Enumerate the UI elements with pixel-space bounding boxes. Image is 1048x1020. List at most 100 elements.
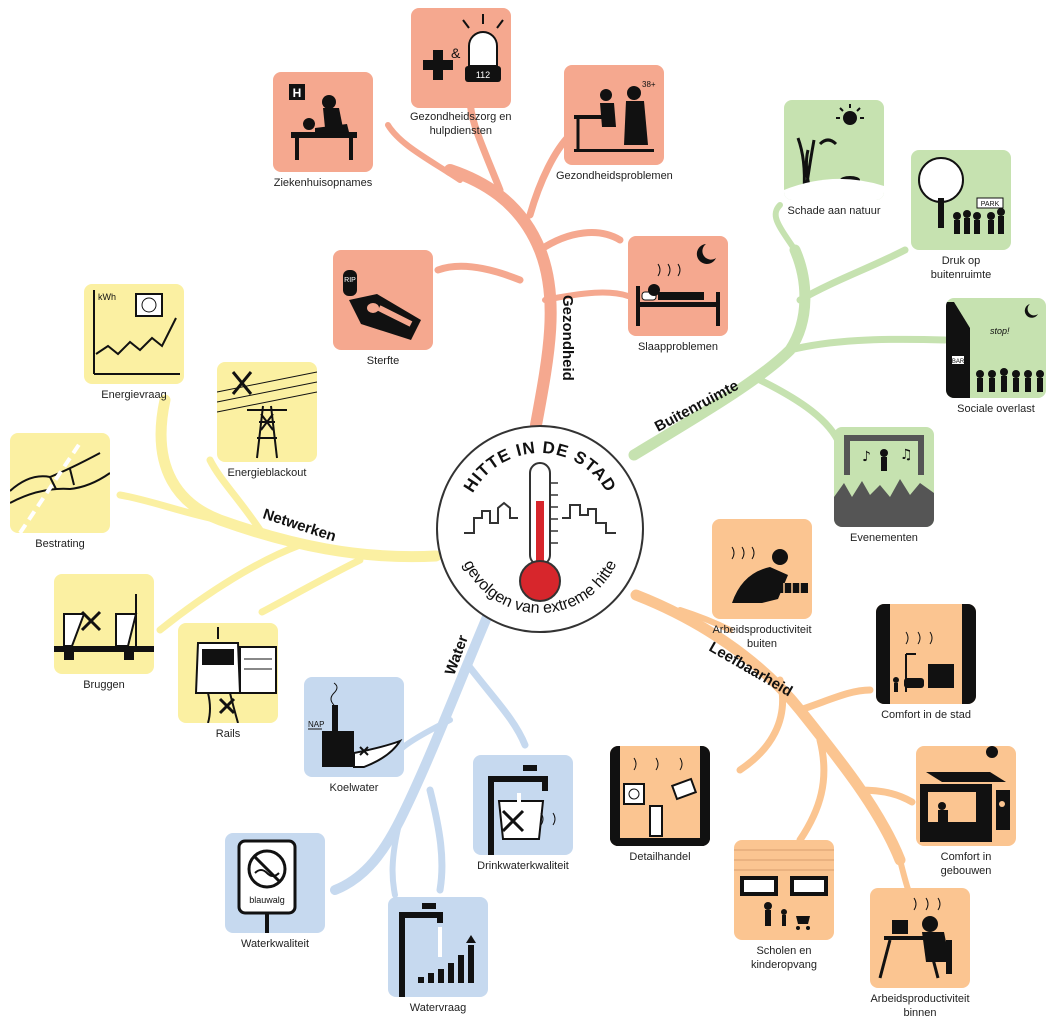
node-comfort-in-gebouwen: Comfort in gebouwen [916,746,1016,878]
energy-demand-chart-icon: kWh [84,284,184,384]
wilted-plant-icon [784,100,884,200]
cracked-pavement-icon [10,433,110,533]
node-comfort-in-de-stad: Comfort in de stad [876,604,976,722]
node-slaapproblemen: Slaapproblemen [628,236,728,354]
svg-text:NAP: NAP [308,720,324,729]
node-scholen-en-kinderopvang: Scholen en kinderopvang [734,840,834,972]
node-rails: Rails [178,623,278,741]
label-slaapproblemen: Slaapproblemen [637,341,719,353]
svg-text:38+: 38+ [642,80,656,89]
svg-text:stop!: stop! [990,326,1010,336]
skyline-icon [464,501,518,534]
stuck-bridge-icon [54,574,154,674]
node-gezondheidsproblemen: 38+ Gezondheidsproblemen [556,65,673,183]
building-heat-icon [916,746,1016,846]
noisy-bar-icon: BAR stop! [946,298,1046,398]
label-detailhandel: Detailhandel [629,851,691,863]
label-waterkwaliteit: Waterkwaliteit [240,938,310,950]
water-tap-glass-icon [473,755,573,855]
train-rails-icon [178,623,278,723]
svg-text:&: & [451,45,461,61]
label-schade-aan-natuur: Schade aan natuur [787,205,881,217]
label-rails: Rails [215,728,241,740]
node-bestrating: Bestrating [10,433,110,551]
sleeping-person-icon [628,236,728,336]
label-bruggen: Bruggen [83,679,125,691]
label-gezondheidsproblemen: Gezondheidsproblemen [556,170,673,182]
label-druk-1: Druk op [941,255,981,267]
node-gezondheidszorg-hulpdiensten: & 112 Gezondheidszorg en hulpdiensten [410,8,512,138]
factory-river-icon: NAP [304,677,404,777]
label-arbeid-binnen-1: Arbeidsproductiviteit [870,993,970,1005]
label-arbeid-buiten-1: Arbeidsproductiviteit [712,624,812,636]
svg-text:♫: ♫ [900,447,913,463]
label-sterfte: Sterfte [366,355,400,367]
branch-netwerken [116,394,442,634]
svg-text:blauwalg: blauwalg [249,895,285,905]
node-druk-op-buitenruimte: PARK Druk op buitenruimte [911,150,1011,282]
node-sterfte: RIP Sterfte [333,250,433,368]
node-drinkwaterkwaliteit: Drinkwaterkwaliteit [473,755,573,873]
label-comfort-gebouwen-2: gebouwen [940,865,992,877]
branch-gezondheid [385,94,631,431]
water-demand-icon [388,897,488,997]
label-arbeid-buiten-2: buiten [747,638,777,650]
node-energievraag: kWh Energievraag [84,284,184,402]
power-pylon-icon [217,362,317,462]
doctor-patient-icon: 38+ [564,65,665,165]
node-energieblackout: Energieblackout [217,362,317,480]
label-druk-2: buitenruimte [930,269,992,281]
svg-text:H: H [293,86,302,100]
outdoor-worker-icon [712,519,812,619]
label-gezondheidszorg-1: Gezondheidszorg en [410,111,512,123]
branch-label-gezondheid: Gezondheid [559,295,576,381]
crowded-park-icon: PARK [911,150,1011,250]
label-watervraag: Watervraag [409,1002,467,1014]
node-arbeidsproductiviteit-binnen: Arbeidsproductiviteit binnen [870,888,970,1020]
svg-text:♪: ♪ [862,449,871,465]
hospital-bed-icon: H [273,72,373,172]
no-swimming-sign-icon: blauwalg [225,833,325,933]
label-drinkwaterkwaliteit: Drinkwaterkwaliteit [477,860,569,872]
label-bestrating: Bestrating [35,538,85,550]
label-comfort-gebouwen-1: Comfort in [940,851,992,863]
node-koelwater: NAP Koelwater [304,677,404,795]
coffin-icon: RIP [333,250,433,350]
label-ziekenhuisopnames: Ziekenhuisopnames [273,177,373,189]
thermometer-icon [519,462,561,602]
center-circle: HITTE IN DE STAD gevolgen van extreme hi… [434,423,646,635]
node-ziekenhuisopnames: H Ziekenhuisopnames [273,72,373,190]
node-arbeidsproductiviteit-buiten: Arbeidsproductiviteit buiten [712,519,812,651]
branch-leefbaarheid [630,589,916,898]
node-bruggen: Bruggen [54,574,154,692]
label-comfort-in-de-stad: Comfort in de stad [881,709,971,721]
svg-text:PARK: PARK [981,201,1000,208]
label-sociale-overlast: Sociale overlast [957,403,1035,415]
label-gezondheidszorg-2: hulpdiensten [429,125,492,137]
label-evenementen: Evenementen [850,532,918,544]
label-scholen-1: Scholen en [756,945,812,957]
branch-label-buitenruimte: Buitenruimte [652,377,742,435]
office-worker-icon [870,888,970,988]
node-detailhandel: Detailhandel [610,746,710,864]
label-koelwater: Koelwater [329,782,379,794]
node-evenementen: ♪ ♫ Evenementen [834,427,934,545]
ambulance-siren-icon: & 112 [410,8,511,108]
node-waterkwaliteit: blauwalg Waterkwaliteit [225,833,325,951]
label-arbeid-binnen-2: binnen [903,1007,937,1019]
shop-interior-icon [610,746,710,846]
svg-text:RIP: RIP [344,277,356,284]
street-traffic-icon [876,604,976,704]
node-watervraag: Watervraag [388,897,488,1015]
svg-text:112: 112 [476,70,490,80]
concert-crowd-icon: ♪ ♫ [834,427,934,527]
node-sociale-overlast: BAR stop! Sociale overlast [946,298,1046,416]
label-energievraag: Energievraag [101,389,167,401]
label-energieblackout: Energieblackout [227,467,307,479]
svg-text:BAR: BAR [952,359,965,365]
svg-text:kWh: kWh [98,292,116,302]
label-scholen-2: kinderopvang [750,959,818,971]
school-children-icon [734,840,834,940]
node-schade-aan-natuur: Schade aan natuur [784,100,884,218]
